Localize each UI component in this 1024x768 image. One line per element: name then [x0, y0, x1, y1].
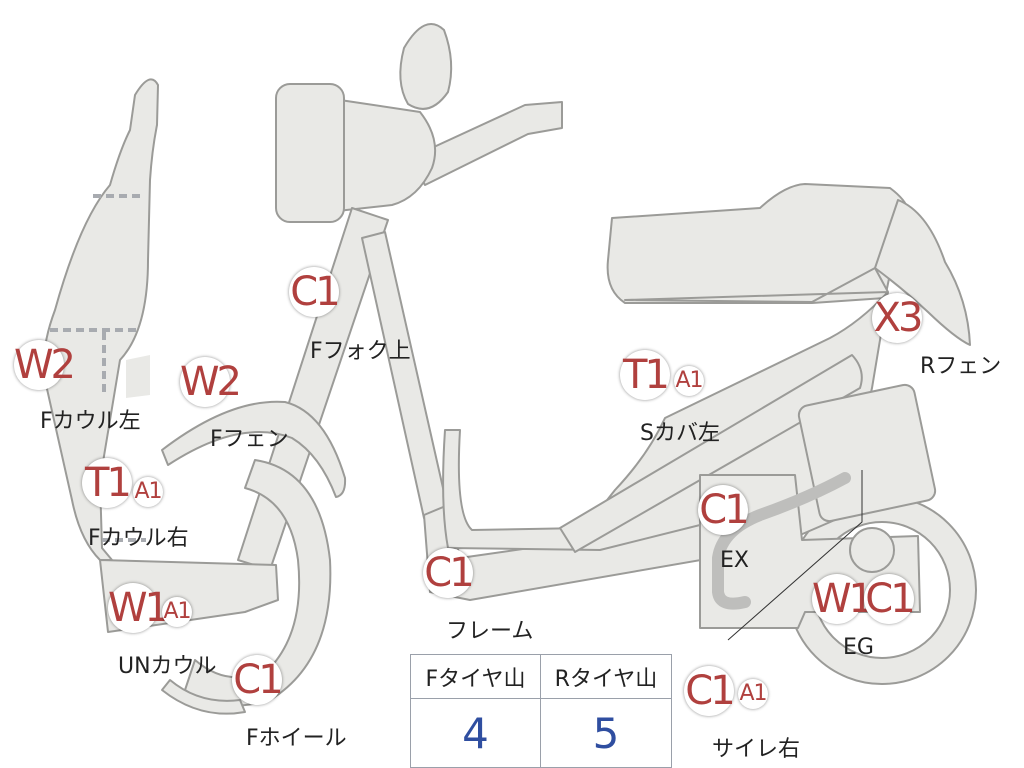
- headlight-lens-part: [275, 83, 345, 223]
- front-cowl-part: [42, 78, 159, 561]
- frame-tube-part: [361, 231, 449, 519]
- un-cowl-damage-code-2: A1: [162, 597, 192, 627]
- r-fender-damage-code: X3: [872, 293, 923, 343]
- cowl-top-part: [126, 355, 150, 398]
- un-cowl-damage-code: W1: [108, 583, 170, 633]
- front-wheel: [161, 459, 332, 715]
- engine-damage-code: W1: [812, 574, 874, 624]
- f-fender-label: Fフェン: [210, 427, 289, 452]
- rear-tire-value: 5: [592, 708, 620, 758]
- f-fork-upper-label: Fフォク上: [310, 339, 411, 364]
- exhaust-damage-code: C1: [698, 485, 750, 535]
- f-cowl-left-label: Fカウル左: [40, 409, 141, 434]
- f-fender-damage-code: W2: [180, 357, 242, 407]
- front-tire-header: Fタイヤ山: [411, 655, 541, 699]
- muffler-right-label: サイレ右: [712, 737, 801, 762]
- frame-damage-code: C1: [423, 548, 475, 598]
- headlight-part: [327, 99, 436, 213]
- f-cowl-right-damage-code: T1: [82, 458, 132, 508]
- f-wheel-damage-code: C1: [232, 655, 284, 705]
- s-cover-left-damage-code-2: A1: [674, 366, 704, 396]
- engine-hub-part: [849, 527, 895, 573]
- front-tire-value: 4: [411, 699, 541, 767]
- r-fender-label: Rフェン: [920, 354, 1002, 379]
- windscreen-part: [399, 23, 453, 110]
- f-cowl-right-damage-code-2: A1: [133, 477, 163, 507]
- engine-damage-code-2: C1: [864, 574, 916, 624]
- front-fender-part: [161, 400, 347, 498]
- f-cowl-left-damage-code: W2: [14, 340, 76, 390]
- exhaust-leader-line: [727, 470, 863, 641]
- muffler-right-damage-code-2: A1: [738, 679, 768, 709]
- s-cover-left-damage-code: T1: [620, 350, 670, 400]
- f-wheel-label: Fホイール: [246, 726, 347, 751]
- frame-label: フレーム: [446, 619, 534, 644]
- handlebar-part: [409, 101, 563, 186]
- exhaust-label: EX: [720, 548, 749, 573]
- f-cowl-right-label: Fカウル右: [88, 526, 189, 551]
- air-filter-part: [797, 383, 937, 523]
- f-fork-upper-damage-code: C1: [289, 267, 341, 317]
- engine-label: EG: [843, 635, 874, 660]
- rear-tire-header: Rタイヤ山: [541, 655, 671, 699]
- tire-tread-table: Fタイヤ山 Rタイヤ山 4 5: [410, 654, 672, 768]
- muffler-right-damage-code: C1: [684, 666, 736, 716]
- s-cover-left-label: Sカバ左: [640, 421, 720, 446]
- floor-rail-part: [559, 354, 863, 553]
- un-cowl-label: UNカウル: [118, 654, 217, 679]
